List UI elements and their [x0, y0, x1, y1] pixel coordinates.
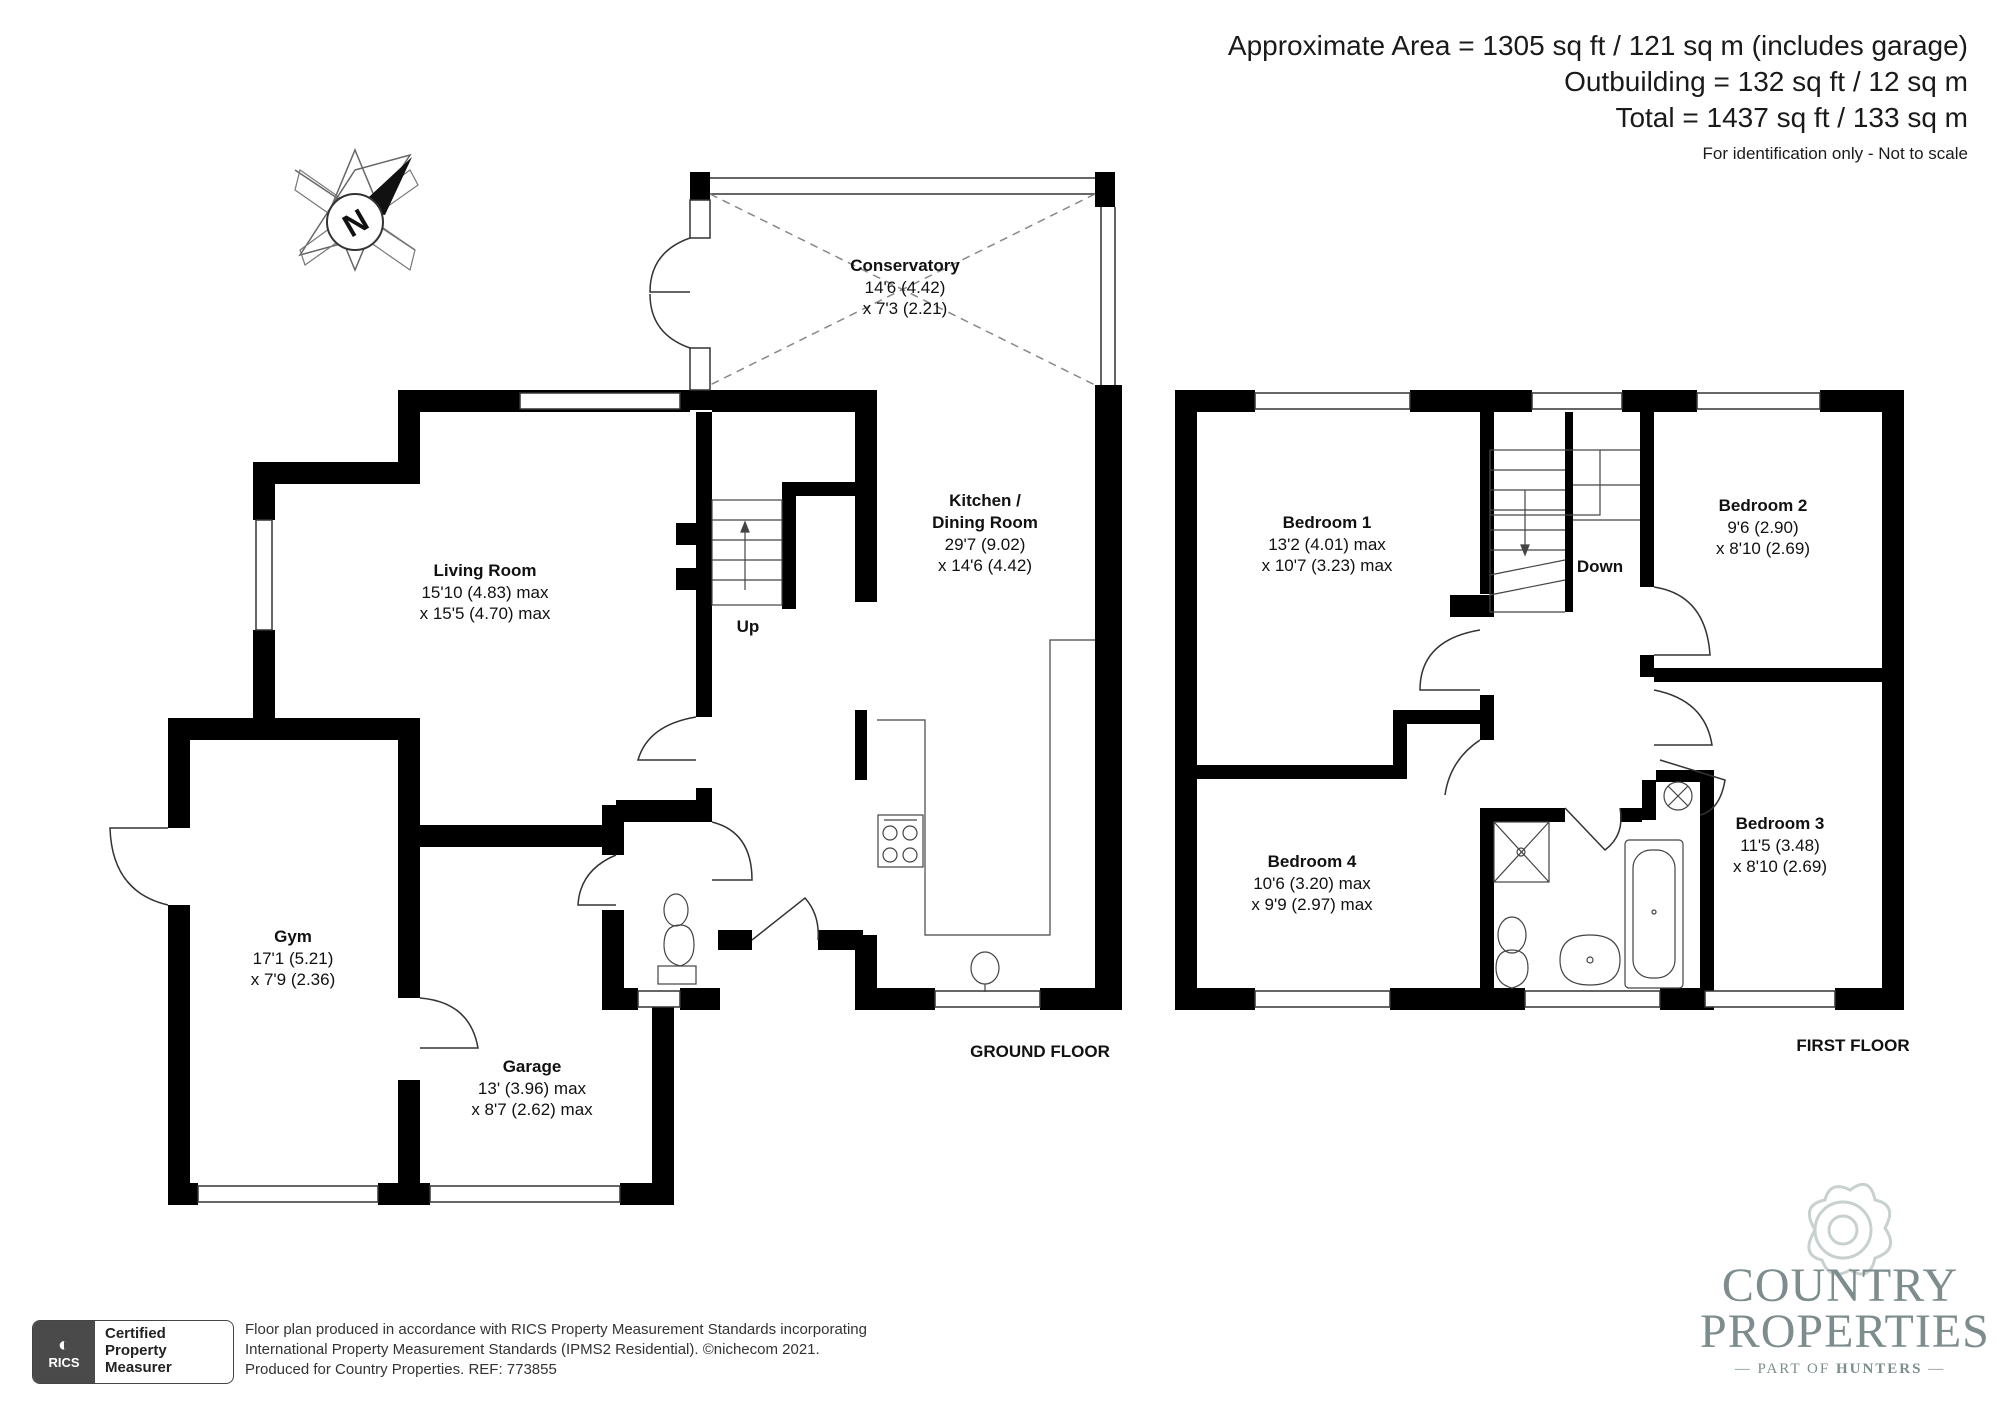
conservatory-dim2: x 7'3 (2.21)	[863, 299, 948, 318]
brand-name-line-2: PROPERTIES	[1700, 1305, 1990, 1358]
brand-tagline-part: PART OF	[1757, 1361, 1831, 1377]
compass-icon: N	[294, 148, 419, 272]
rics-lion-icon: ◐	[57, 1333, 71, 1356]
conservatory-name: Conservatory	[850, 256, 960, 275]
ground-floor-title: GROUND FLOOR	[970, 1042, 1110, 1061]
garage-dim2: x 8'7 (2.62) max	[471, 1100, 593, 1119]
ground-floor-walls	[168, 172, 1122, 1205]
brand-emblem-icon	[1807, 1182, 1893, 1276]
kitchen-units	[877, 639, 1095, 992]
ground-windows	[197, 392, 1041, 1203]
bedroom1-name: Bedroom 1	[1283, 513, 1372, 532]
bedroom1-dim1: 13'2 (4.01) max	[1268, 535, 1386, 554]
bedroom3-dim1: 11'5 (3.48)	[1740, 836, 1819, 855]
first-floor-title: FIRST FLOOR	[1796, 1036, 1909, 1055]
area-summary: Approximate Area = 1305 sq ft / 121 sq m…	[1228, 28, 1968, 164]
first-floor-windows	[1254, 392, 1836, 1008]
bedroom2-dim1: 9'6 (2.90)	[1727, 518, 1798, 537]
rics-logo: ◐ RICS	[33, 1321, 95, 1383]
first-floor-stairs	[1489, 449, 1640, 613]
brand-tagline: — PART OF HUNTERS —	[1734, 1361, 1946, 1377]
badge-line-3: Measurer	[105, 1359, 172, 1376]
brand-parent-name: HUNTERS	[1835, 1361, 1923, 1377]
ground-doors	[109, 716, 819, 1049]
approx-area-text: Approximate Area = 1305 sq ft / 121 sq m…	[1227, 30, 1968, 61]
outbuilding-area-text: Outbuilding = 132 sq ft / 12 sq m	[1564, 66, 1968, 97]
kitchen-name: Kitchen /	[949, 491, 1021, 510]
bedroom3-dim2: x 8'10 (2.69)	[1733, 857, 1827, 876]
garage-name: Garage	[503, 1057, 562, 1076]
rics-certified-badge: ◐ RICS Certified Property Measurer	[32, 1320, 234, 1384]
badge-line-2: Property	[105, 1342, 167, 1359]
wc-fittings	[657, 893, 697, 985]
living-room-name: Living Room	[434, 561, 537, 580]
footer-line-3: Produced for Country Properties. REF: 77…	[245, 1361, 557, 1378]
total-area-text: Total = 1437 sq ft / 133 sq m	[1615, 102, 1968, 133]
first-floor-doors	[1419, 586, 1726, 852]
bedroom4-dim1: 10'6 (3.20) max	[1253, 874, 1371, 893]
footer-line-2: International Property Measurement Stand…	[245, 1341, 820, 1358]
first-floor-labels: Bedroom 1 13'2 (4.01) max x 10'7 (3.23) …	[1251, 496, 1909, 1055]
footer-line-1: Floor plan produced in accordance with R…	[245, 1321, 867, 1338]
conservatory-dim1: 14'6 (4.42)	[865, 278, 946, 297]
rics-logo-text: RICS	[48, 1354, 80, 1370]
first-floor-walls	[1175, 390, 1904, 1010]
stairs-up-label: Up	[737, 617, 760, 636]
bedroom4-dim2: x 9'9 (2.97) max	[1251, 895, 1373, 914]
bedroom4-name: Bedroom 4	[1268, 852, 1357, 871]
bedroom2-dim2: x 8'10 (2.69)	[1716, 539, 1810, 558]
stairs-down-label: Down	[1577, 557, 1623, 576]
badge-line-1: Certified	[105, 1325, 166, 1342]
kitchen-name-line2: Dining Room	[932, 513, 1038, 532]
gym-dim2: x 7'9 (2.36)	[251, 970, 336, 989]
bathroom-fittings	[1493, 781, 1693, 989]
ground-floor-labels: Conservatory 14'6 (4.42) x 7'3 (2.21) Li…	[251, 256, 1110, 1119]
conservatory-glazing	[649, 177, 1116, 391]
brand-name-line-1: COUNTRY	[1721, 1259, 1959, 1312]
footer-notes: Floor plan produced in accordance with R…	[245, 1320, 867, 1380]
bedroom2-name: Bedroom 2	[1719, 496, 1808, 515]
ground-stairs	[711, 499, 783, 606]
kitchen-dim2: x 14'6 (4.42)	[938, 556, 1032, 575]
bedroom1-dim2: x 10'7 (3.23) max	[1262, 556, 1393, 575]
garage-dim1: 13' (3.96) max	[478, 1079, 587, 1098]
kitchen-dim1: 29'7 (9.02)	[945, 535, 1026, 554]
gym-name: Gym	[274, 927, 312, 946]
gym-dim1: 17'1 (5.21)	[253, 949, 334, 968]
scale-disclaimer: For identification only - Not to scale	[1702, 144, 1968, 163]
living-room-dim1: 15'10 (4.83) max	[421, 583, 549, 602]
bedroom3-name: Bedroom 3	[1736, 814, 1825, 833]
brand-logo: COUNTRY PROPERTIES — PART OF HUNTERS —	[1700, 1185, 1990, 1378]
living-room-dim2: x 15'5 (4.70) max	[420, 604, 551, 623]
